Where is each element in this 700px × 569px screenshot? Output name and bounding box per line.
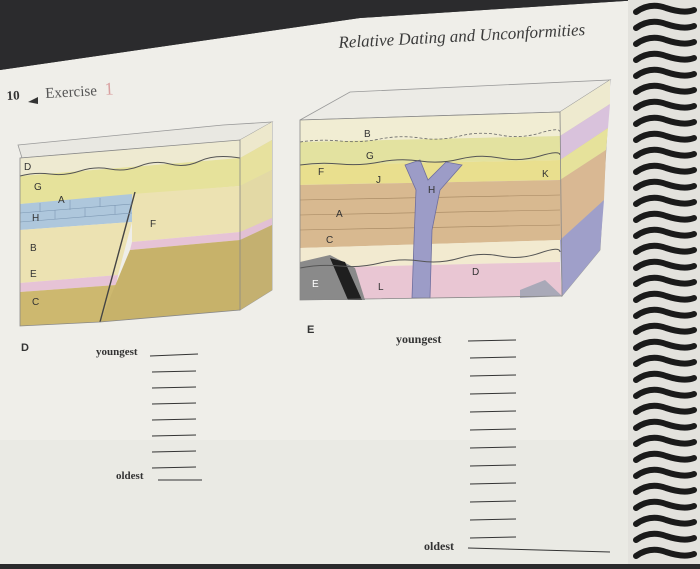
e-youngest-label: youngest	[396, 332, 442, 346]
d-layer-label-e: E	[30, 269, 37, 280]
diagram-d-block	[17, 121, 274, 327]
spiral-coil	[633, 50, 697, 63]
spiral-coil	[633, 418, 697, 431]
spiral-coil	[633, 226, 697, 239]
spiral-coil	[633, 450, 697, 463]
spiral-coil	[633, 258, 697, 271]
spiral-coil	[633, 514, 697, 527]
spiral-coil	[633, 466, 697, 479]
d-layer-label-g: G	[34, 182, 42, 193]
e-layer-label-c: C	[326, 235, 334, 246]
e-layer-label-l: L	[378, 282, 384, 293]
spiral-coil	[633, 34, 697, 47]
d-oldest-label: oldest	[116, 470, 144, 482]
spiral-binding	[628, 0, 700, 564]
spiral-coil	[633, 66, 697, 79]
spiral-coil	[633, 546, 697, 559]
background-dark	[0, 0, 640, 70]
spiral-coil	[633, 354, 697, 367]
spiral-coil	[633, 290, 697, 303]
diagram-e-panel-label: E	[307, 324, 315, 336]
spiral-coil	[633, 210, 697, 223]
e-layer-label-b: B	[364, 129, 371, 140]
exercise-number: 10	[6, 87, 20, 103]
spiral-coil	[633, 402, 697, 415]
spiral-coil	[633, 130, 697, 143]
e-layer-label-e: E	[312, 279, 319, 290]
d-fault-label-f: F	[150, 219, 157, 230]
e-layer-label-h: H	[428, 185, 436, 196]
spiral-coil	[633, 18, 697, 31]
spiral-coil	[633, 498, 697, 511]
spiral-coil	[633, 146, 697, 159]
spiral-coil	[633, 162, 697, 175]
spiral-coil	[633, 178, 697, 191]
triangle-icon	[28, 97, 38, 104]
spiral-coil	[633, 242, 697, 255]
spiral-coil	[633, 386, 697, 399]
spiral-coil	[633, 322, 697, 335]
exercise-label: Exercise	[44, 83, 98, 102]
diagram-d-panel-label: D	[21, 342, 29, 354]
d-layer-label-a: A	[58, 195, 65, 206]
spiral-coil	[633, 274, 697, 287]
spiral-coil	[633, 306, 697, 319]
answer-blanks-d	[149, 353, 202, 481]
d-layer-label-b: B	[30, 243, 37, 254]
spiral-coil	[633, 370, 697, 383]
spiral-coil	[633, 338, 697, 351]
spiral-coil	[633, 2, 697, 15]
spiral-coil	[633, 98, 697, 111]
exercise-digit: 1	[104, 78, 115, 99]
e-layer-label-g: G	[366, 151, 374, 162]
spiral-coil	[633, 114, 697, 127]
spiral-coil	[633, 482, 697, 495]
spiral-coil	[633, 434, 697, 447]
d-youngest-label: youngest	[96, 346, 138, 358]
answer-blanks-e	[467, 339, 611, 553]
d-layer-label-c: C	[32, 297, 40, 308]
e-layer-label-a: A	[336, 209, 343, 220]
diagram-e-block	[299, 79, 612, 301]
e-layer-label-d: D	[472, 267, 480, 278]
e-layer-label-j: J	[376, 175, 381, 186]
e-oldest-label: oldest	[424, 539, 454, 553]
spiral-coil	[633, 194, 697, 207]
d-layer-label-h: H	[32, 213, 40, 224]
e-layer-label-f: F	[318, 167, 325, 178]
spiral-coil	[633, 530, 697, 543]
d-layer-label-d: D	[24, 162, 32, 173]
e-layer-label-k: K	[542, 169, 549, 180]
spiral-coil	[633, 82, 697, 95]
